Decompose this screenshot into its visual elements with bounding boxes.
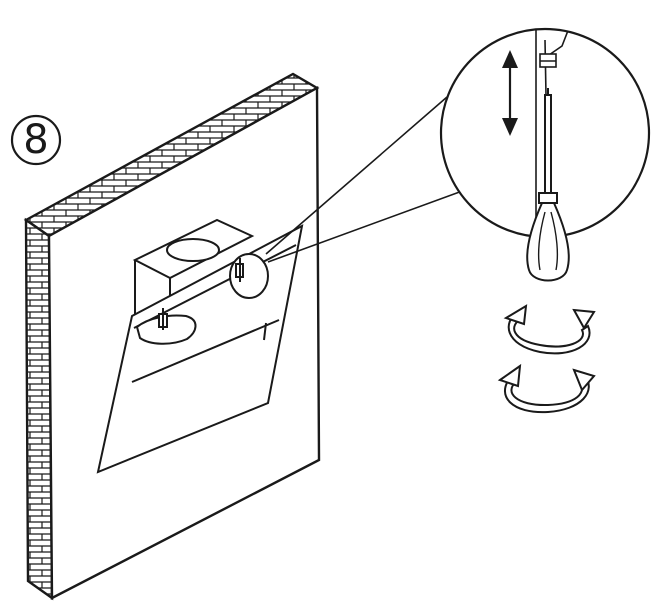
up-down-arrow-icon <box>502 50 518 136</box>
up-arrow-head <box>502 50 518 68</box>
zoom-leader-upper <box>265 96 448 255</box>
zoom-leader-lines <box>265 96 466 263</box>
wall-left-edge <box>24 217 54 601</box>
magnifier-hook <box>548 29 570 56</box>
rotate-ring-lower-head-left <box>497 363 522 388</box>
down-arrow-head <box>502 118 518 136</box>
rotate-ring-lower-head-right <box>572 368 596 392</box>
hood-panel-line-lower <box>131 319 280 383</box>
screwdriver-shaft <box>544 94 552 194</box>
zoom-leader-lower <box>267 189 466 263</box>
screwdriver-ferrule <box>538 192 558 204</box>
screwdriver-icon <box>526 88 570 282</box>
hood-exhaust-outlet <box>166 238 220 262</box>
rotate-ring-upper-head-left <box>503 304 528 326</box>
cooker-hood-icon <box>96 218 304 474</box>
rotate-arrow-icon <box>497 304 596 414</box>
step-number-badge: 8 <box>10 114 62 166</box>
hood-panel-slot <box>263 322 267 341</box>
rotate-ring-upper-head-right <box>572 308 596 330</box>
screwdriver-handle-groove <box>537 211 559 271</box>
rotate-ring-upper <box>507 310 591 355</box>
screwdriver-handle <box>526 202 570 282</box>
step-number-text: 8 <box>23 117 48 163</box>
step-number-circle <box>10 114 62 166</box>
